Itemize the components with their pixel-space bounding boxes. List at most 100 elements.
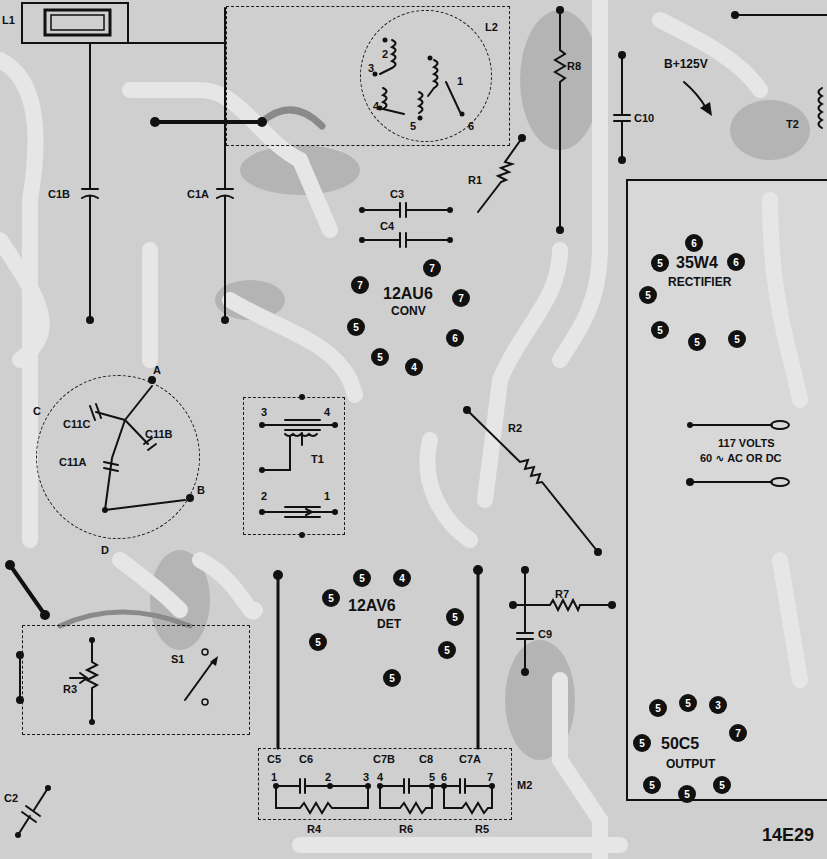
part-label: 5 <box>429 771 435 783</box>
tube-pin: 7 <box>351 276 369 294</box>
part-label: 35W4 <box>676 254 718 272</box>
part-label: B+125V <box>664 58 708 71</box>
tube-pin: 5 <box>651 254 669 272</box>
part-label: L1 <box>2 14 15 26</box>
part-label: C11B <box>145 428 173 440</box>
part-label: C9 <box>538 628 552 640</box>
pin-number: 5 <box>685 698 691 709</box>
pin-number: 5 <box>657 325 663 336</box>
tube-pin: 5 <box>353 569 371 587</box>
tube-pin: 5 <box>383 669 401 687</box>
pin-number: 5 <box>649 780 655 791</box>
part-label: R1 <box>468 174 482 186</box>
tube-pin: 6 <box>727 253 745 271</box>
part-label: C10 <box>634 112 654 124</box>
part-label: 14E29 <box>762 826 814 846</box>
pin-number: 5 <box>444 645 450 656</box>
dashed-enclosure: 34T121 <box>243 397 345 535</box>
part-label: RECTIFIER <box>668 276 731 289</box>
part-label: M2 <box>517 779 532 791</box>
part-label: C7B <box>373 753 395 765</box>
tube-pin: 4 <box>405 358 423 376</box>
tube-pin: 6 <box>685 234 703 252</box>
pin-number: 5 <box>639 738 645 749</box>
tube-pin: 5 <box>371 348 389 366</box>
pin-number: 6 <box>733 257 739 268</box>
pin-number: 7 <box>735 728 741 739</box>
part-label: 12AU6 <box>383 285 433 303</box>
tube-pin: 5 <box>322 589 340 607</box>
part-label: R7 <box>555 588 569 600</box>
pin-number: 6 <box>452 333 458 344</box>
part-label: C2 <box>4 792 18 804</box>
part-label: 2 <box>382 48 388 60</box>
tube-pin: 5 <box>679 694 697 712</box>
tube-pin: 4 <box>393 569 411 587</box>
part-label: 7 <box>487 771 493 783</box>
pin-number: 5 <box>315 637 321 648</box>
part-label: 6 <box>468 120 474 132</box>
part-label: C11A <box>59 456 87 468</box>
part-label: C1A <box>187 188 209 200</box>
tube-pin: 5 <box>633 734 651 752</box>
part-label: R4 <box>307 823 321 835</box>
part-label: 6 <box>441 771 447 783</box>
part-label: R8 <box>567 60 581 72</box>
part-label: C6 <box>299 753 313 765</box>
part-label: C7A <box>459 753 481 765</box>
pin-number: 5 <box>684 789 690 800</box>
part-label: OUTPUT <box>666 758 715 771</box>
pin-number: 5 <box>734 334 740 345</box>
tube-pin: 5 <box>309 633 327 651</box>
tube-pin: 5 <box>446 608 464 626</box>
pin-number: 5 <box>359 573 365 584</box>
tube-pin: 5 <box>678 785 696 803</box>
part-label: 60 ∿ AC OR DC <box>700 452 782 464</box>
part-label: 4 <box>373 100 379 112</box>
pin-number: 3 <box>715 700 721 711</box>
tube-pin: 5 <box>639 286 657 304</box>
tube-pin: 3 <box>709 696 727 714</box>
part-label: 4 <box>377 771 383 783</box>
tube-pin: 7 <box>452 289 470 307</box>
part-label: R3 <box>63 683 77 695</box>
part-label: 3 <box>368 62 374 74</box>
part-label: C5 <box>267 753 281 765</box>
component-outline: 234156 <box>360 10 492 142</box>
part-label: C4 <box>380 220 394 232</box>
pin-number: 5 <box>452 612 458 623</box>
pin-number: 5 <box>657 258 663 269</box>
pin-number: 4 <box>399 573 405 584</box>
part-label: C1B <box>48 188 70 200</box>
part-label: DET <box>377 618 401 631</box>
dashed-enclosure: C5C6C7BC8C7A1234567M2R4R6R5 <box>258 748 512 820</box>
tube-pin: 5 <box>728 330 746 348</box>
part-label: 1 <box>457 75 463 87</box>
part-label: L2 <box>485 21 498 33</box>
tube-pin: 5 <box>643 776 661 794</box>
part-label: C <box>33 405 41 417</box>
part-label: C11C <box>63 418 91 430</box>
tube-pin: 5 <box>438 641 456 659</box>
pin-number: 6 <box>691 238 697 249</box>
dashed-enclosure: R3S1 <box>22 625 250 735</box>
part-label: R6 <box>399 823 413 835</box>
pin-number: 5 <box>389 673 395 684</box>
part-label: C3 <box>390 188 404 200</box>
part-label: B <box>197 484 205 496</box>
component-outline: ACC11CC11BC11ABD <box>36 375 200 539</box>
part-label: 4 <box>324 406 330 418</box>
pin-number: 5 <box>328 593 334 604</box>
tube-pin: 5 <box>713 776 731 794</box>
pin-number: 5 <box>353 322 359 333</box>
part-label: 12AV6 <box>348 597 396 615</box>
tube-pin: 7 <box>729 724 747 742</box>
part-label: 1 <box>271 771 277 783</box>
part-label: C8 <box>419 753 433 765</box>
tube-pin: 7 <box>423 259 441 277</box>
tube-pin: 5 <box>688 333 706 351</box>
dashed-enclosure: L2234156 <box>226 6 510 146</box>
tube-pin: 6 <box>446 329 464 347</box>
part-label: 2 <box>261 490 267 502</box>
part-label: 50C5 <box>661 735 699 753</box>
